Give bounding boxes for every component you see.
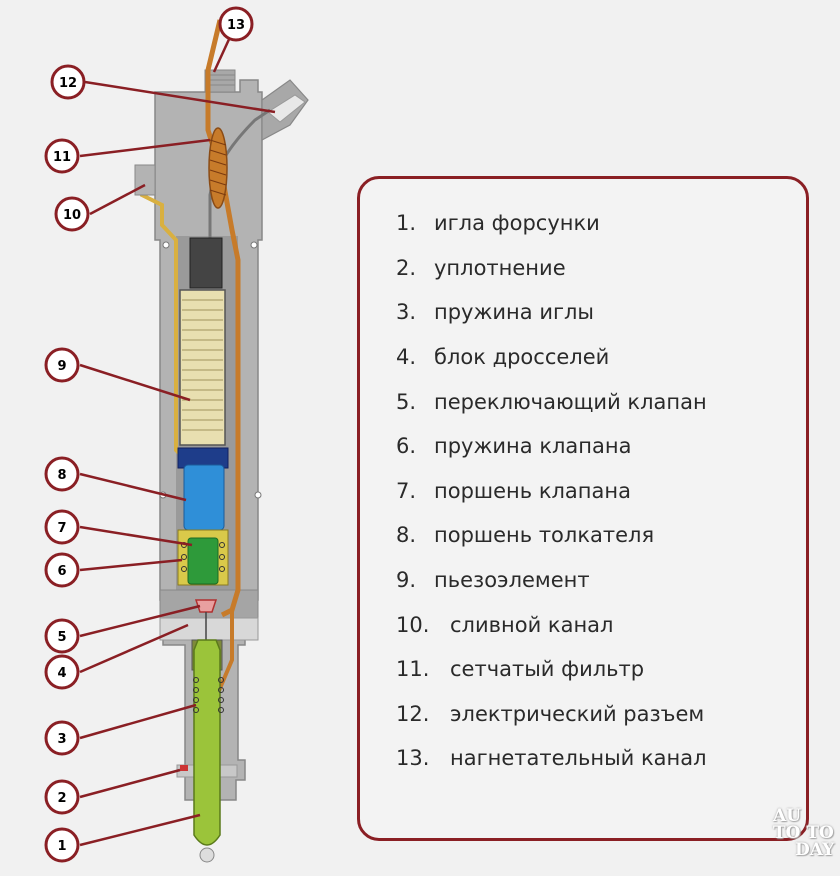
callout-12: 12	[50, 64, 86, 100]
callout-8: 8	[44, 456, 80, 492]
legend-item: 7.поршень клапана	[396, 478, 631, 503]
legend-item: 12.электрический разъем	[396, 701, 705, 726]
callout-9: 9	[44, 347, 80, 383]
legend-item: 5.переключающий клапан	[396, 389, 707, 414]
legend-item: 13.нагнетательный канал	[396, 746, 707, 771]
callout-markers: 1 2 3 4 5 6 7 8 9 10 11 12 13	[44, 6, 254, 863]
callout-3: 3	[44, 720, 80, 756]
callout-7: 7	[44, 509, 80, 545]
legend-item: 1.игла форсунки	[396, 211, 600, 236]
callout-10: 10	[54, 196, 90, 232]
mesh-filter	[208, 127, 228, 209]
legend-panel: 1.игла форсунки 2.уплотнение 3.пружина и…	[357, 176, 809, 841]
callout-label-11: 11	[53, 150, 71, 165]
pressure-channel	[205, 19, 241, 618]
piezo-element	[179, 237, 226, 446]
callout-label-4: 4	[57, 666, 66, 681]
legend-item: 11.сетчатый фильтр	[396, 657, 645, 682]
watermark-logo: AU TO TO DAY	[773, 806, 835, 860]
leader-lines	[79, 23, 276, 847]
legend-item: 4.блок дросселей	[396, 345, 610, 370]
callout-label-9: 9	[57, 359, 66, 374]
callout-1: 1	[44, 827, 80, 863]
legend-item: 3.пружина иглы	[396, 300, 595, 325]
legend-item: 10.сливной канал	[396, 612, 614, 637]
callout-6: 6	[44, 552, 80, 588]
pusher-piston	[177, 447, 229, 531]
legend-item: 8.поршень толкателя	[396, 523, 655, 548]
callout-label-7: 7	[57, 521, 66, 536]
callout-label-8: 8	[57, 468, 66, 483]
callout-11: 11	[44, 138, 80, 174]
callout-13: 13	[218, 6, 254, 42]
electrical-connector	[261, 79, 309, 142]
callout-2: 2	[44, 779, 80, 815]
callout-label-3: 3	[57, 732, 66, 747]
callout-label-6: 6	[57, 564, 66, 579]
legend-list: 1.игла форсунки 2.уплотнение 3.пружина и…	[396, 201, 707, 781]
legend-item: 2.уплотнение	[396, 255, 566, 280]
callout-label-10: 10	[63, 208, 81, 223]
callout-4: 4	[44, 654, 80, 690]
legend-item: 9.пьезоэлемент	[396, 568, 590, 593]
callout-label-1: 1	[57, 839, 66, 854]
switching-valve	[194, 599, 218, 640]
legend-item: 6.пружина клапана	[396, 434, 632, 459]
callout-5: 5	[44, 618, 80, 654]
callout-label-5: 5	[57, 630, 66, 645]
valve-piston	[177, 529, 229, 586]
callout-label-2: 2	[57, 791, 66, 806]
callout-label-12: 12	[59, 76, 77, 91]
callout-label-13: 13	[227, 18, 245, 33]
nozzle-needle	[191, 639, 224, 863]
